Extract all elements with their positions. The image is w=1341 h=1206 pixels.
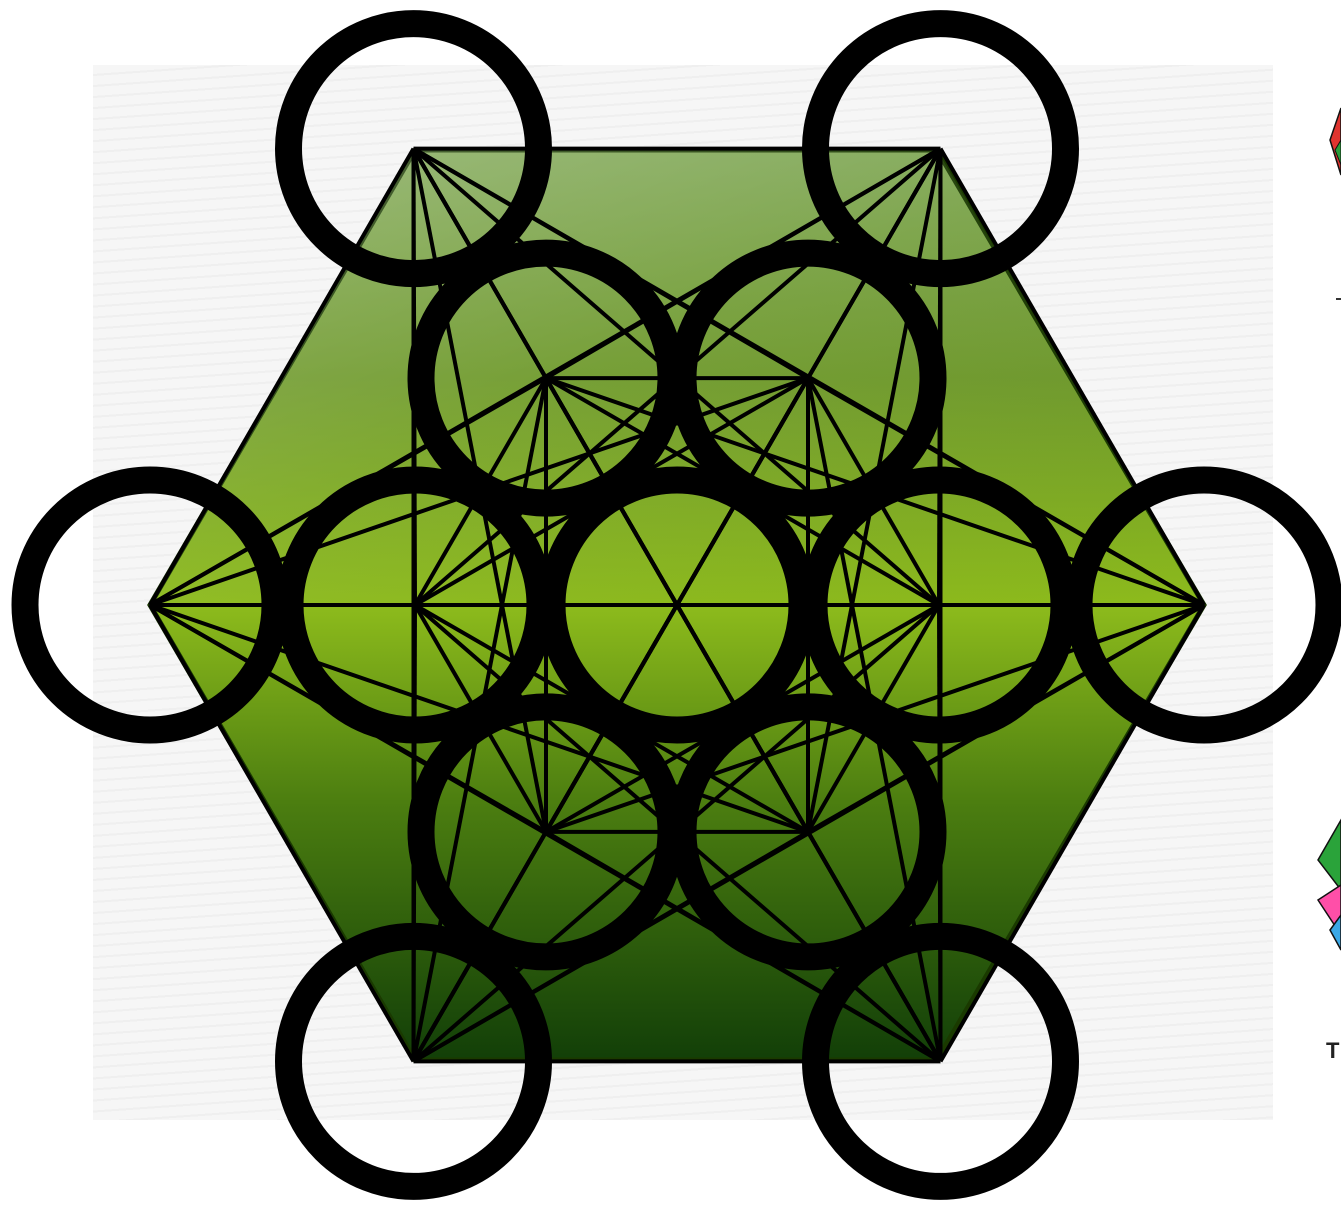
side-polyhedron-bottom [1318,820,1341,950]
side-panel-label: T [1326,1038,1339,1064]
side-polyhedron-top [1330,108,1341,300]
